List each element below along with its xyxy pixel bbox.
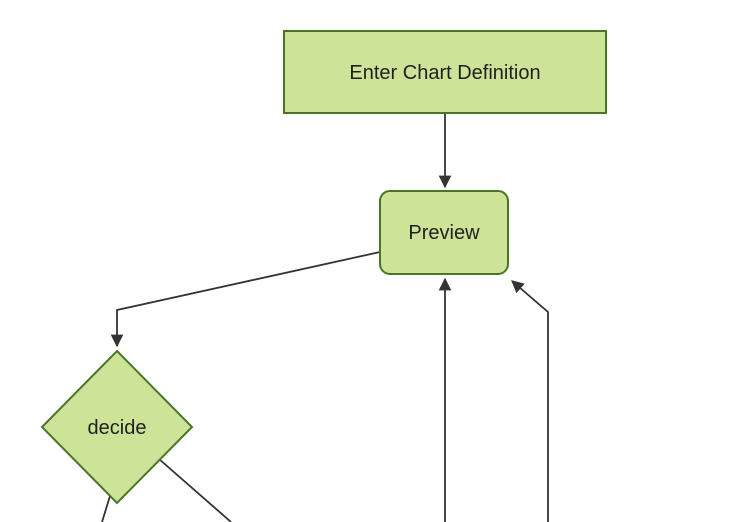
enter-chart-definition-label: Enter Chart Definition: [349, 62, 540, 84]
node-enter-chart-definition: Enter Chart Definition: [283, 30, 607, 114]
node-decide: decide: [40, 349, 194, 505]
node-preview: Preview: [379, 190, 509, 275]
preview-label: Preview: [408, 222, 480, 244]
enter-chart-definition-shape: [283, 30, 607, 114]
edge-preview-to-decide: [110, 251, 381, 348]
edge-offscreen-right-to-preview: [511, 280, 549, 522]
decide-label: decide: [88, 417, 147, 439]
decide-shape: [40, 349, 194, 505]
edge-decide-to-offscreen-right: [158, 458, 232, 522]
edge-decide-to-offscreen-left: [101, 495, 111, 522]
preview-shape: [379, 190, 509, 275]
